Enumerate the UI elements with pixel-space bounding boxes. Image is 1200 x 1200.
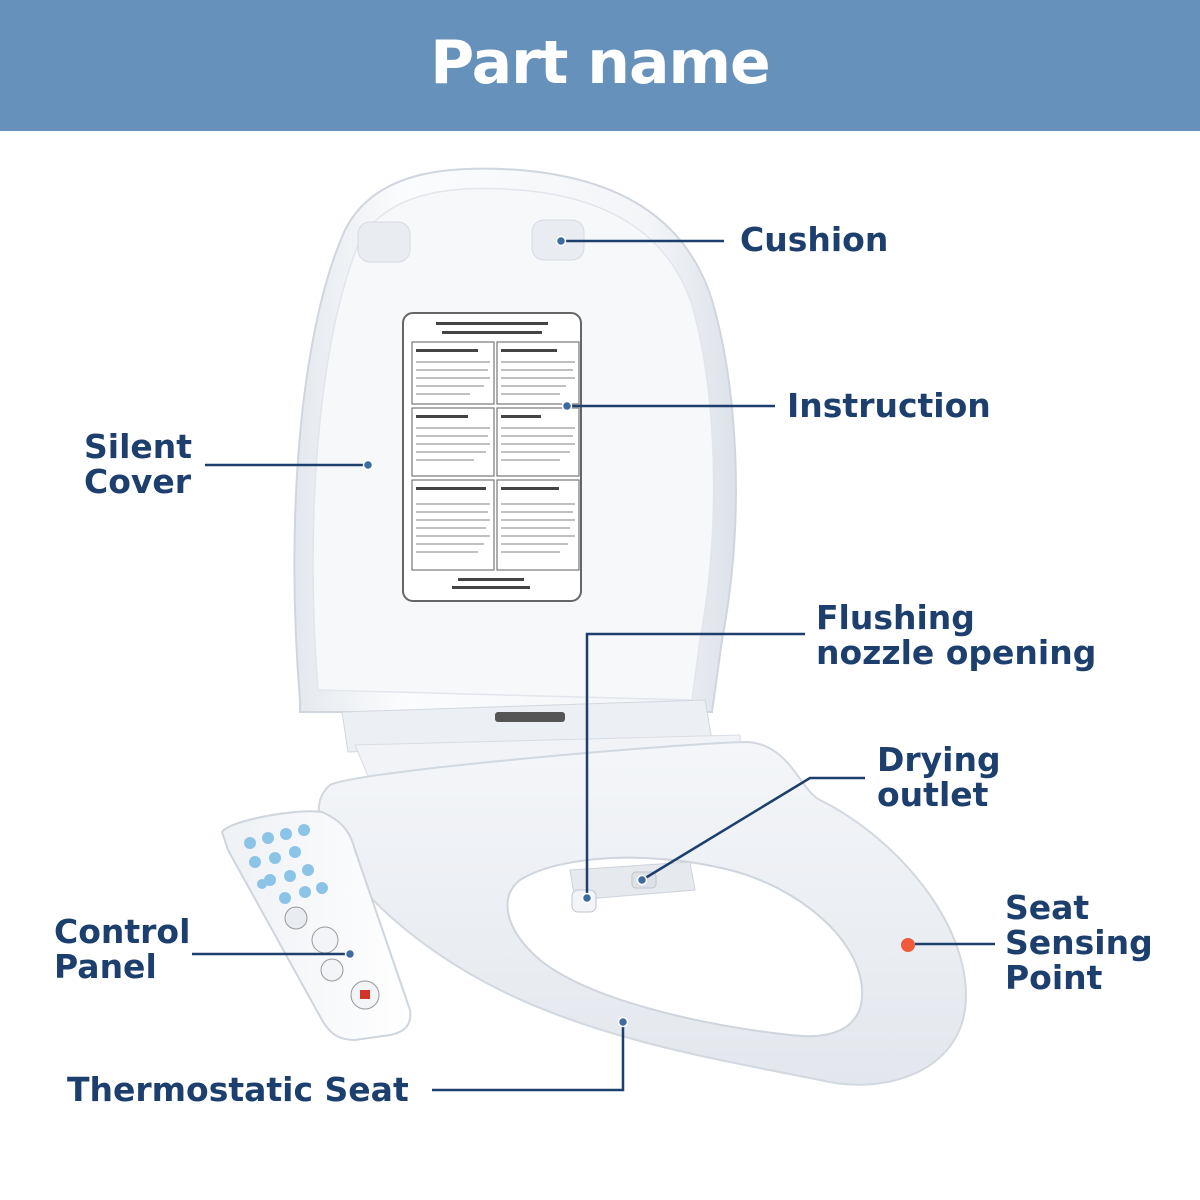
label-cushion-line1: Cushion	[740, 220, 889, 259]
instruction-card	[402, 312, 582, 602]
label-seat-sensing-point: Seat Sensing Point	[1005, 890, 1153, 995]
seat-sensor-dot	[901, 938, 915, 952]
label-control-panel-line2: Panel	[54, 947, 157, 986]
label-silent-cover-line2: Cover	[84, 462, 192, 501]
label-flushing-nozzle-opening: Flushing nozzle opening	[816, 600, 1096, 670]
label-seat-sensing-line1: Seat	[1005, 888, 1090, 927]
seat-body	[317, 740, 967, 1086]
label-flushing-nozzle-line2: nozzle opening	[816, 633, 1097, 672]
label-seat-sensing-line2: Sensing	[1005, 923, 1153, 962]
page-title: Part name	[430, 28, 770, 98]
label-cushion: Cushion	[740, 222, 888, 257]
label-silent-cover-line1: Silent	[84, 427, 193, 466]
label-thermostatic-seat: Thermostatic Seat	[67, 1072, 409, 1107]
control-panel-remote	[220, 810, 412, 1042]
label-thermostatic-seat-line1: Thermostatic Seat	[67, 1070, 409, 1109]
label-drying-outlet-line1: Drying	[877, 740, 1001, 779]
cushion-pad-right	[531, 219, 585, 261]
label-flushing-nozzle-line1: Flushing	[816, 598, 975, 637]
label-instruction-line1: Instruction	[787, 386, 991, 425]
label-drying-outlet-line2: outlet	[877, 775, 989, 814]
label-seat-sensing-line3: Point	[1005, 958, 1103, 997]
label-control-panel-line1: Control	[54, 912, 191, 951]
label-drying-outlet: Drying outlet	[877, 742, 1001, 812]
header-banner	[0, 0, 1200, 131]
label-instruction: Instruction	[787, 388, 991, 423]
label-control-panel: Control Panel	[54, 914, 190, 984]
label-silent-cover: Silent Cover	[84, 429, 192, 499]
cushion-pad-left	[357, 221, 411, 263]
